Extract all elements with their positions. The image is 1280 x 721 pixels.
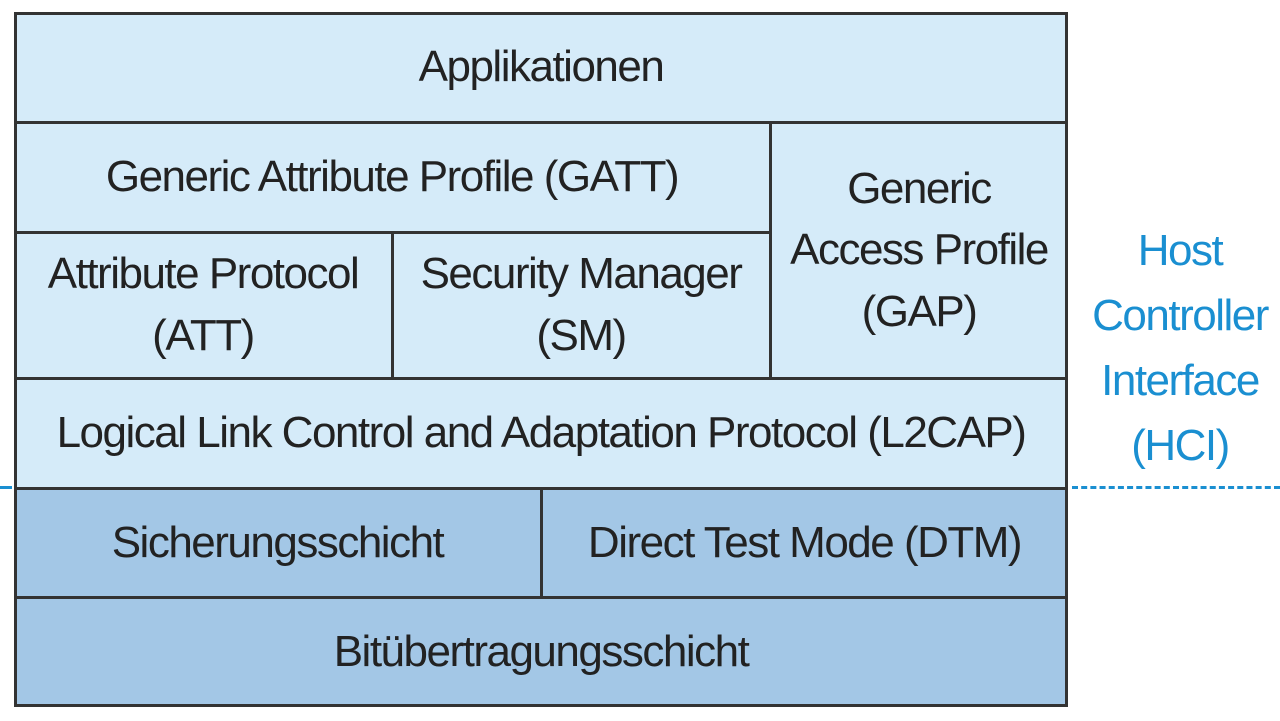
layer-dtm: Direct Test Mode (DTM) [541, 488, 1068, 597]
layer-bituebertragungsschicht: Bitübertragungsschicht [14, 597, 1068, 707]
sm-line-1: Security Manager [420, 249, 743, 299]
sm-line-2: (SM) [536, 311, 627, 360]
layer-label: Logical Link Control and Adaptation Prot… [56, 408, 1027, 458]
hci-boundary-right [1072, 486, 1280, 489]
hci-line-3: Interface [1101, 356, 1260, 406]
hci-boundary-left [0, 486, 12, 489]
layer-gatt: Generic Attribute Profile (GATT) [14, 122, 770, 232]
att-line-2: (ATT) [152, 311, 255, 360]
divider [14, 121, 1068, 124]
layer-l2cap: Logical Link Control and Adaptation Prot… [14, 378, 1068, 488]
gap-label: Generic Access Profile (GAP) [790, 158, 1049, 343]
gap-line-3: (GAP) [861, 286, 978, 336]
hci-label: Host Controller Interface (HCI) [1080, 218, 1280, 478]
divider [391, 232, 394, 378]
layer-label: Bitübertragungsschicht [333, 627, 750, 677]
divider [540, 488, 543, 597]
att-label: Attribute Protocol (ATT) [47, 243, 360, 366]
hci-line-2: Controller [1092, 291, 1269, 341]
gap-line-2: Access Profile [790, 225, 1049, 275]
stack-frame [14, 12, 1068, 707]
divider [769, 122, 772, 378]
gap-line-1: Generic [847, 163, 992, 213]
layer-label: Applikationen [418, 42, 665, 92]
layer-att: Attribute Protocol (ATT) [14, 232, 392, 378]
layer-applikationen: Applikationen [14, 12, 1068, 122]
att-line-1: Attribute Protocol [47, 249, 360, 299]
divider [14, 596, 1068, 599]
hci-line-1: Host [1137, 226, 1224, 275]
layer-label: Sicherungsschicht [111, 517, 445, 567]
layer-label: Direct Test Mode (DTM) [587, 517, 1023, 567]
layer-sicherungsschicht: Sicherungsschicht [14, 488, 541, 597]
layer-label: Generic Attribute Profile (GATT) [105, 152, 680, 202]
layer-sm: Security Manager (SM) [392, 232, 770, 378]
divider [14, 377, 1068, 380]
layer-gap: Generic Access Profile (GAP) [770, 122, 1068, 378]
hci-line-4: (HCI) [1131, 421, 1230, 471]
sm-label: Security Manager (SM) [420, 243, 743, 366]
